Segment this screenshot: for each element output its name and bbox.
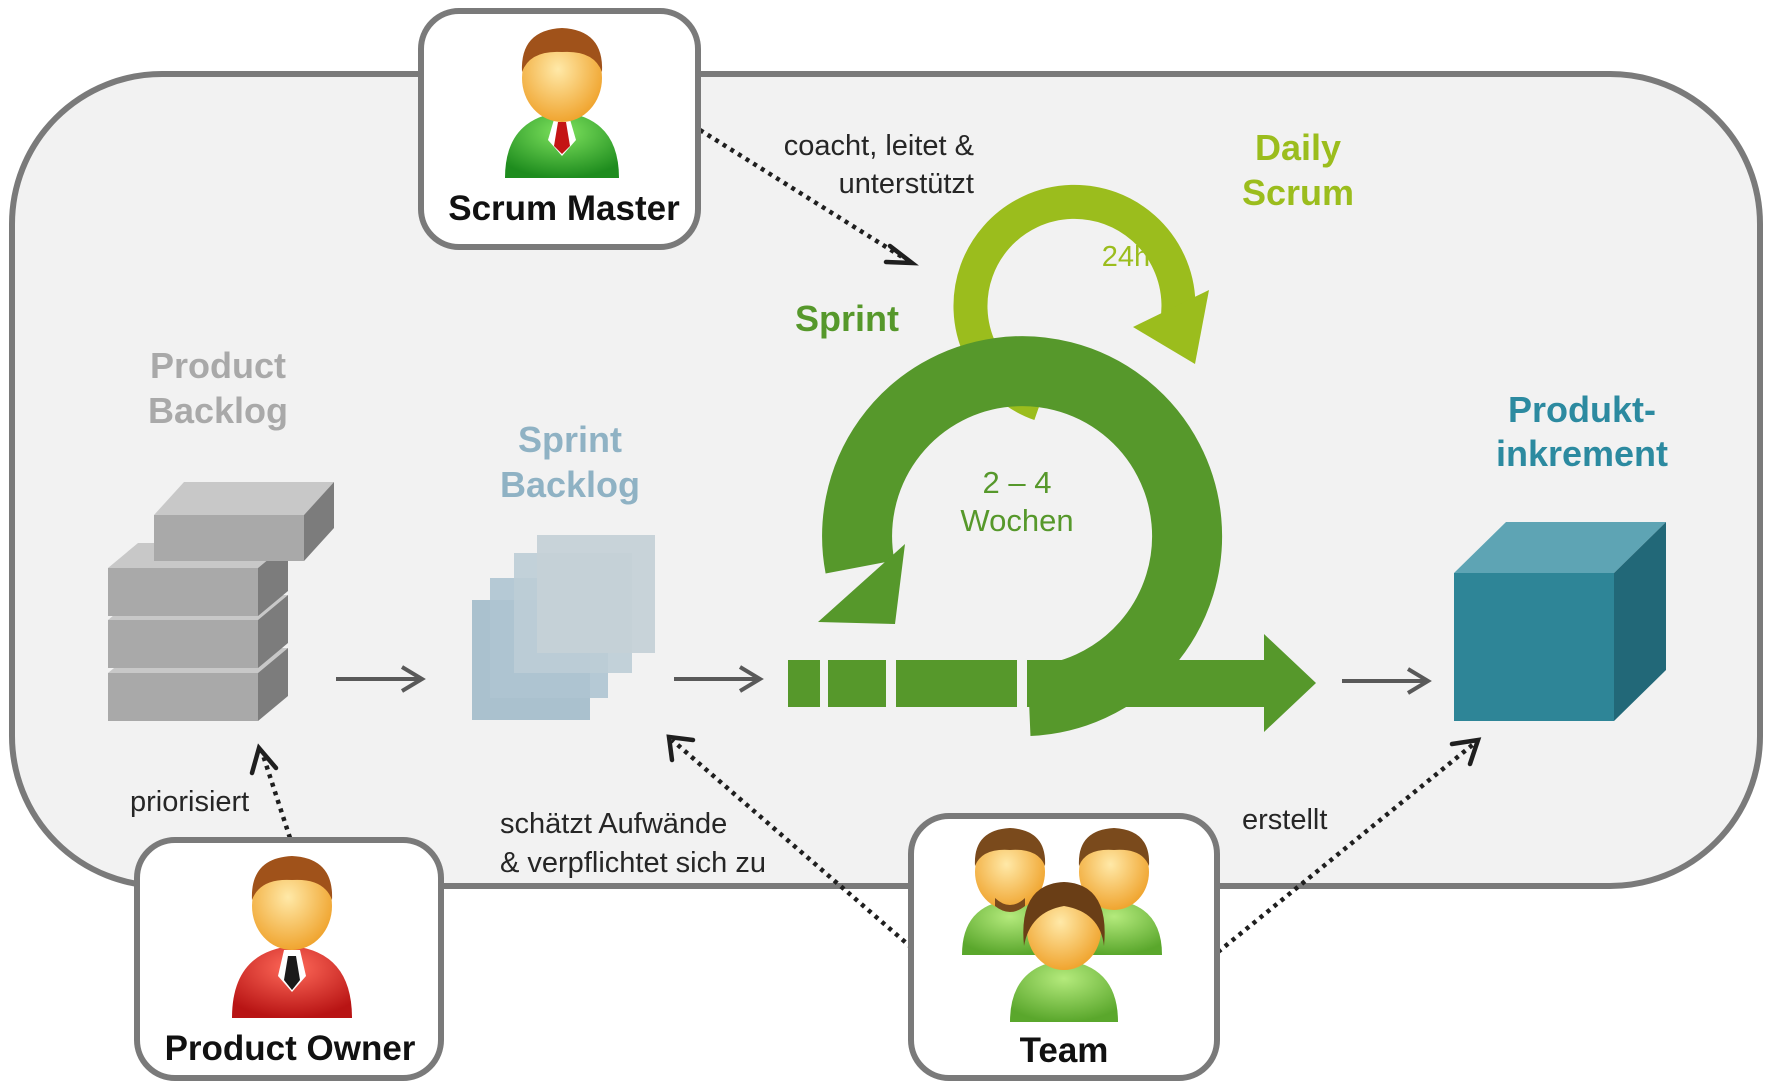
scrum-master-relation-line1: coacht, leitet & xyxy=(784,130,974,162)
arrowhead-team-creates xyxy=(1449,737,1482,767)
team-estimate-relation-arrow xyxy=(670,738,914,950)
daily-scrum-label-line2: Scrum xyxy=(1242,172,1354,213)
sprint-cycle-icon xyxy=(788,336,1316,736)
scrum-master-relation-line2: unterstützt xyxy=(839,168,974,200)
arrowhead-product-owner xyxy=(249,743,279,776)
team-creates-relation-label: erstellt xyxy=(1242,804,1327,836)
product-backlog-label-line1: Product xyxy=(150,345,286,386)
flow-arrow-3 xyxy=(1342,667,1432,695)
product-owner-card: Product Owner xyxy=(134,837,444,1081)
arrowhead-scrum-master xyxy=(883,243,919,266)
flow-arrow-2 xyxy=(674,665,764,693)
team-estimate-relation-line1: schätzt Aufwände xyxy=(500,808,727,840)
scrum-master-card: Scrum Master xyxy=(418,8,701,250)
sprint-backlog-label-line1: Sprint xyxy=(518,419,622,460)
team-card: Team xyxy=(908,813,1220,1081)
product-owner-title: Product Owner xyxy=(165,1029,416,1068)
arrowhead-team-estimate xyxy=(666,734,696,763)
sprint-duration-line2: Wochen xyxy=(960,503,1073,538)
product-backlog-label-line2: Backlog xyxy=(148,390,288,431)
product-backlog-stack-icon xyxy=(108,482,334,721)
sprint-backlog-label-line2: Backlog xyxy=(500,464,640,505)
person-green-icon xyxy=(505,28,619,178)
increment-cube-icon xyxy=(1454,522,1666,721)
team-title: Team xyxy=(1020,1031,1109,1070)
daily-scrum-duration: 24h xyxy=(1102,241,1150,273)
sprint-label: Sprint xyxy=(795,298,899,339)
team-creates-relation-arrow xyxy=(1216,740,1478,954)
flow-arrow-1 xyxy=(336,665,426,693)
team-group-icon xyxy=(962,828,1162,1022)
increment-label-line2: inkrement xyxy=(1496,433,1668,474)
product-owner-relation-arrow xyxy=(259,751,293,839)
scrum-master-title: Scrum Master xyxy=(448,189,680,228)
person-red-icon xyxy=(232,856,352,1018)
product-owner-relation-label: priorisiert xyxy=(130,786,249,818)
team-estimate-relation-line2: & verpflichtet sich zu xyxy=(500,847,766,879)
sprint-duration-line1: 2 – 4 xyxy=(983,465,1052,500)
increment-label-line1: Produkt- xyxy=(1508,389,1656,430)
sprint-backlog-sheets-icon xyxy=(472,535,655,720)
daily-scrum-label-line1: Daily xyxy=(1255,127,1341,168)
